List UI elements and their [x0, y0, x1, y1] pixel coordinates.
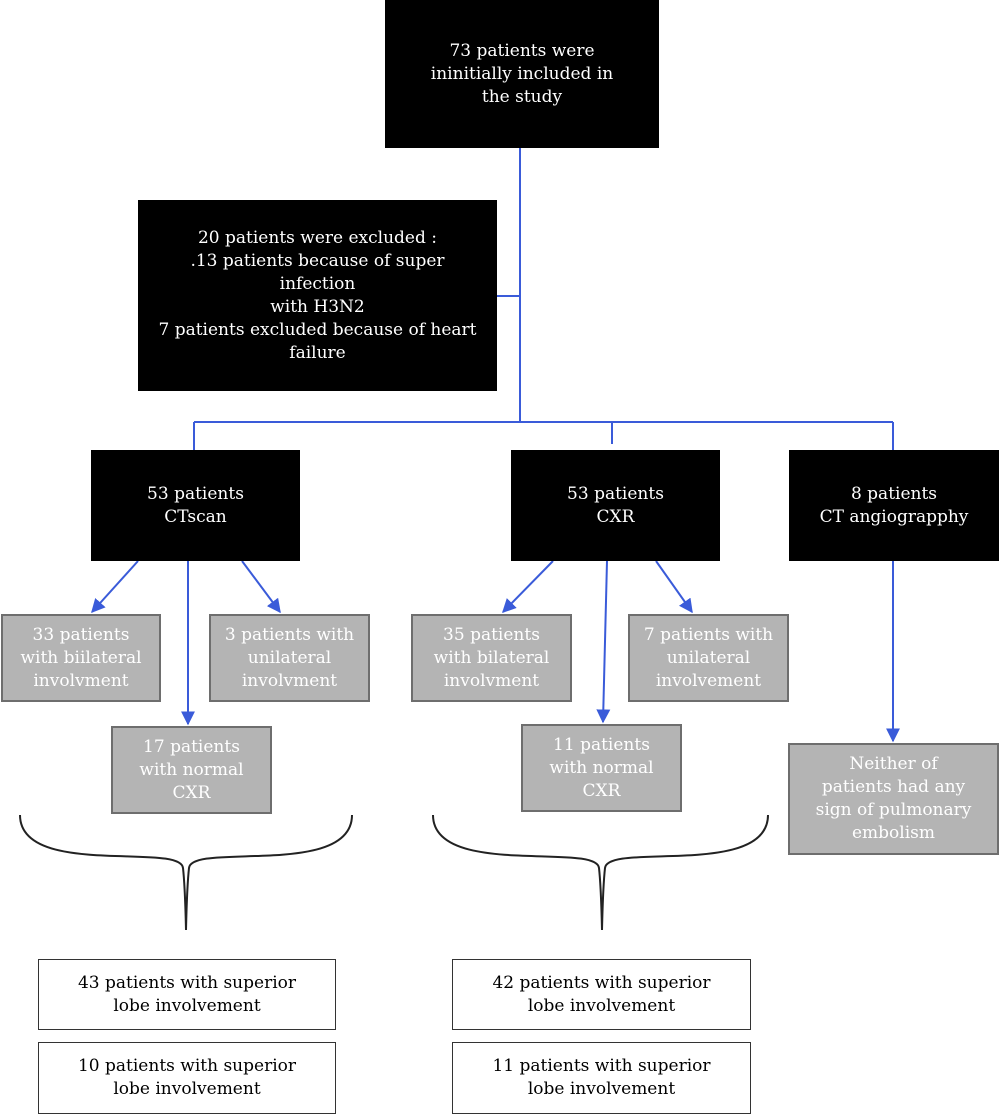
ctscan-line-1: 53 patients: [147, 483, 244, 504]
brace-cxr: [432, 814, 769, 931]
ct-bilateral-line-1: 33 patients: [32, 624, 130, 645]
cxr-superior-box-2: 11 patients with superior lobe involveme…: [452, 1042, 751, 1114]
cxr-line-1: 53 patients: [567, 483, 664, 504]
cxr-normal-line-1: 11 patients: [553, 734, 650, 755]
cxr-box: 53 patients CXR: [511, 450, 720, 561]
initial-patients-box: 73 patients were ininitially included in…: [385, 0, 659, 148]
arrow-ct-bilateral: [91, 560, 139, 614]
ct-superior-2-line-2: lobe involvement: [113, 1079, 261, 1099]
ctscan-box: 53 patients CTscan: [91, 450, 300, 561]
ct-superior-2-line-1: 10 patients with superior: [77, 1056, 296, 1076]
ct-superior-box-2: 10 patients with superior lobe involveme…: [38, 1042, 336, 1114]
ct-bilateral-line-2: with biilateral: [20, 647, 142, 668]
ct-unilateral-box: 3 patients with unilateral involvment: [209, 614, 370, 702]
excluded-line-4: 7 patients excluded because of heart: [158, 319, 477, 340]
ct-unilateral-line-2: unilateral: [247, 647, 332, 668]
ct-normal-line-2: with normal: [139, 759, 244, 780]
cta-result-line-1: Neither of: [849, 754, 938, 774]
cxr-normal-line-2: with normal: [549, 757, 654, 778]
cxr-bilateral-line-1: 35 patients: [443, 624, 540, 645]
ct-superior-1-line-1: 43 patients with superior: [77, 972, 296, 993]
cxr-normal-box: 11 patients with normal CXR: [521, 724, 682, 812]
cxr-bilateral-line-2: with bilateral: [433, 647, 550, 668]
initial-line-2: ininitially included in: [430, 63, 614, 84]
cxr-superior-1-line-2: lobe involvement: [527, 995, 676, 1016]
cta-line-1: 8 patients: [850, 483, 938, 504]
initial-line-3: the study: [481, 86, 563, 107]
cta-box: 8 patients CT angiograpphy: [789, 450, 999, 561]
ct-normal-line-3: CXR: [172, 782, 211, 803]
cxr-unilateral-line-3: involvement: [655, 670, 762, 691]
cxr-bilateral-box: 35 patients with bilateral involvment: [411, 614, 572, 702]
cxr-superior-box-1: 42 patients with superior lobe involveme…: [452, 959, 751, 1030]
excluded-patients-box: 20 patients were excluded : .13 patients…: [138, 200, 497, 391]
excluded-line-5: failure: [289, 342, 346, 363]
cxr-unilateral-box: 7 patients with unilateral involvement: [628, 614, 789, 702]
ct-superior-box-1: 43 patients with superior lobe involveme…: [38, 959, 336, 1030]
brace-ct: [19, 814, 353, 931]
ct-unilateral-line-3: involvment: [241, 670, 338, 691]
ct-normal-box: 17 patients with normal CXR: [111, 726, 272, 814]
arrow-cxr-unilateral: [655, 560, 693, 614]
cxr-superior-2-line-2: lobe involvement: [527, 1079, 676, 1099]
cxr-unilateral-line-2: unilateral: [666, 647, 751, 668]
ct-unilateral-line-1: 3 patients with: [224, 624, 355, 645]
ct-superior-1-line-2: lobe involvement: [113, 995, 261, 1016]
cxr-normal-line-3: CXR: [582, 780, 621, 801]
excluded-line-2: .13 patients because of super infection: [190, 250, 445, 294]
cta-result-box: Neither of patients had any sign of pulm…: [788, 743, 999, 855]
arrow-cxr-normal: [596, 560, 611, 724]
arrow-ct-unilateral: [241, 560, 281, 614]
cxr-unilateral-line-1: 7 patients with: [643, 624, 774, 645]
cxr-superior-2-line-1: 11 patients with superior: [492, 1056, 711, 1076]
cta-result-line-4: embolism: [851, 823, 936, 843]
ctscan-line-2: CTscan: [164, 506, 227, 527]
arrow-cxr-bilateral: [502, 560, 554, 613]
cxr-superior-1-line-1: 42 patients with superior: [492, 972, 711, 993]
excluded-line-1: 20 patients were excluded :: [197, 227, 437, 248]
cta-line-2: CT angiograpphy: [819, 506, 969, 527]
initial-line-1: 73 patients were: [449, 40, 595, 61]
ct-bilateral-line-3: involvment: [33, 670, 129, 691]
cta-result-line-3: sign of pulmonary: [815, 800, 972, 820]
cxr-bilateral-line-3: involvment: [443, 670, 540, 691]
cxr-line-2: CXR: [596, 506, 635, 527]
ct-bilateral-box: 33 patients with biilateral involvment: [1, 614, 161, 702]
cta-result-line-2: patients had any: [821, 777, 966, 797]
excluded-line-3: with H3N2: [270, 296, 365, 317]
ct-normal-line-1: 17 patients: [143, 736, 240, 757]
